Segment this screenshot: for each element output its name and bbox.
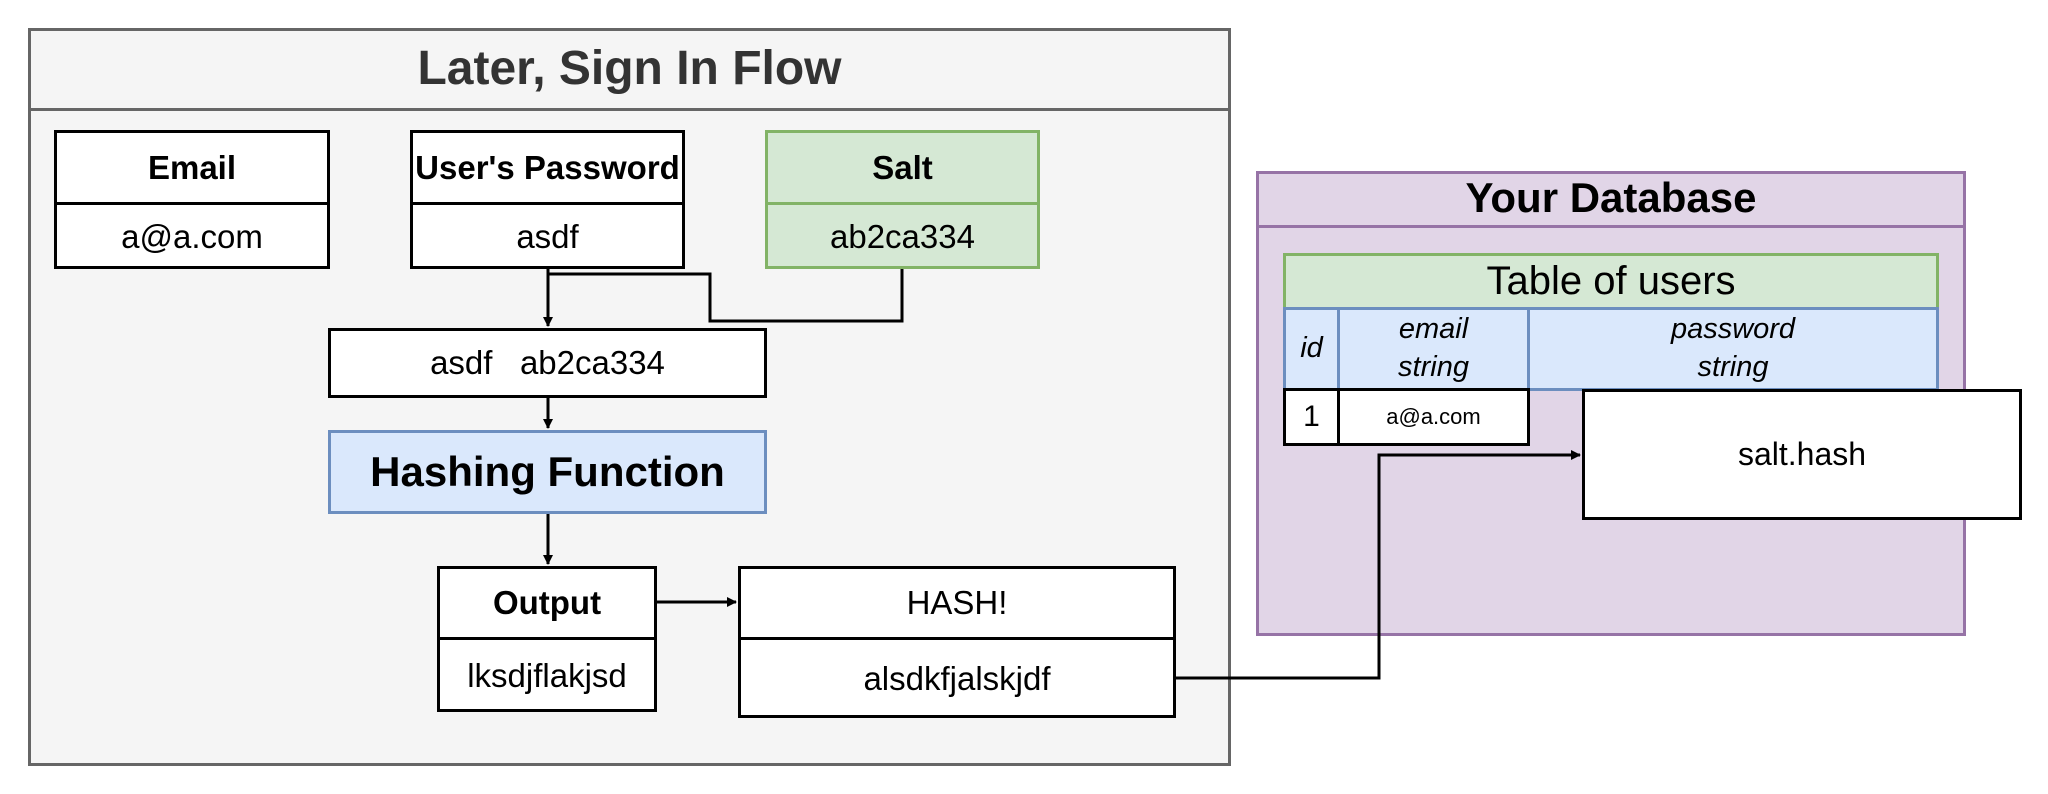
password-header: User's Password <box>413 133 682 205</box>
row-password-value: salt.hash <box>1737 436 1867 472</box>
hash-to-database-arrow <box>1176 450 1581 680</box>
email-value: a@a.com <box>121 218 263 255</box>
column-header-password: password string <box>1527 307 1939 391</box>
output-box: Output lksdjflakjsd <box>437 566 657 712</box>
column-password-name: password <box>1670 313 1796 346</box>
salt-box: Salt ab2ca334 <box>765 130 1040 269</box>
output-header: Output <box>440 569 654 640</box>
column-email-type: string <box>1398 351 1469 383</box>
hashing-function-label: Hashing Function <box>370 448 725 495</box>
hashing-function-box: Hashing Function <box>328 430 767 514</box>
combined-input-box: asdf ab2ca334 <box>328 328 767 398</box>
row-id-cell: 1 <box>1283 388 1340 446</box>
column-header-id: id <box>1283 307 1340 391</box>
salt-value: ab2ca334 <box>830 218 975 255</box>
row-id-value: 1 <box>1303 400 1320 433</box>
password-value: asdf <box>516 218 579 255</box>
email-box: Email a@a.com <box>54 130 330 269</box>
combined-input-value: asdf ab2ca334 <box>430 344 665 381</box>
column-password-type: string <box>1697 351 1769 383</box>
salt-to-combined-connector <box>548 269 904 323</box>
output-value: lksdjflakjsd <box>467 657 627 694</box>
hash-header: HASH! <box>741 569 1173 640</box>
row-password-cell: salt.hash <box>1582 389 2022 520</box>
salt-header: Salt <box>768 133 1037 205</box>
column-id-name: id <box>1300 332 1323 365</box>
row-email-cell: a@a.com <box>1337 388 1530 446</box>
hash-box: HASH! alsdkfjalskjdf <box>738 566 1176 718</box>
hash-value: alsdkfjalskjdf <box>863 660 1051 697</box>
column-email-name: email <box>1398 313 1469 346</box>
password-box: User's Password asdf <box>410 130 685 269</box>
row-email-value: a@a.com <box>1386 404 1481 429</box>
users-table-title-text: Table of users <box>1486 259 1736 303</box>
email-header: Email <box>57 133 327 205</box>
database-title: Your Database <box>1256 171 1966 228</box>
users-table-title: Table of users <box>1283 253 1939 310</box>
signin-flow-title: Later, Sign In Flow <box>28 28 1231 111</box>
